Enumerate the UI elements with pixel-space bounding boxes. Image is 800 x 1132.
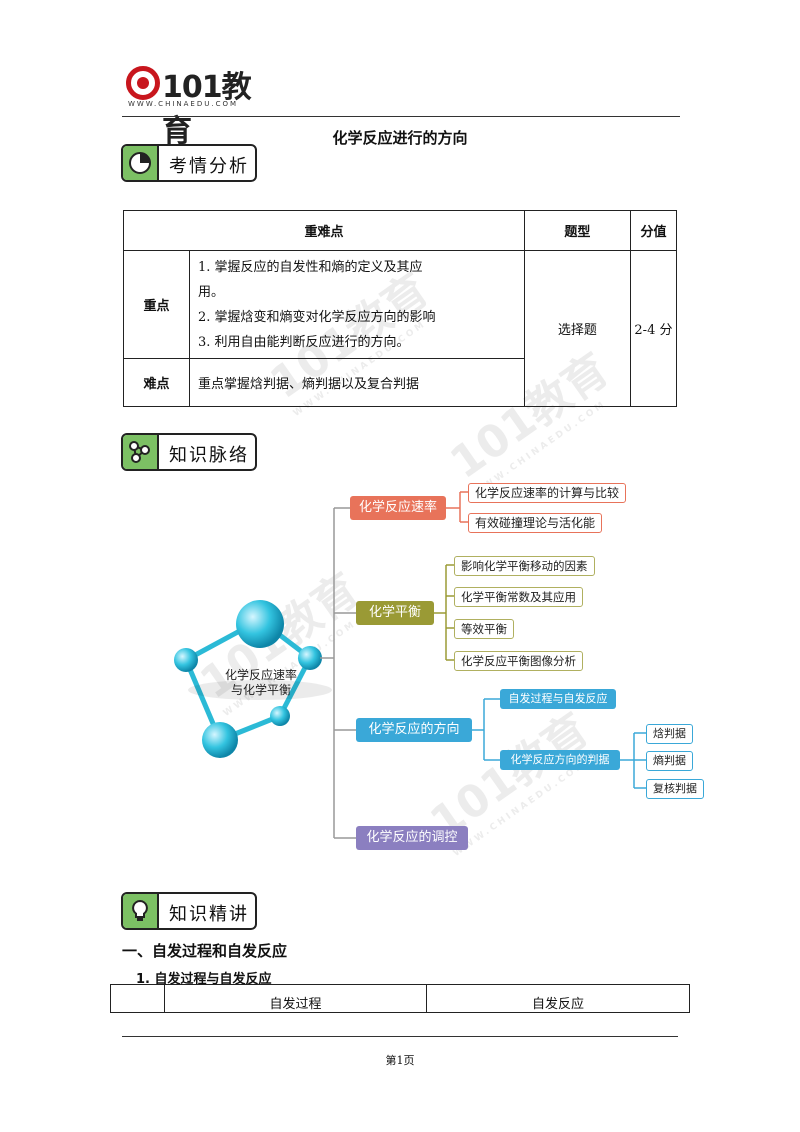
leaf-equivalent-equilibrium: 等效平衡 <box>454 619 514 639</box>
leaf-equilibrium-graphs: 化学反应平衡图像分析 <box>454 651 583 671</box>
pie-chart-icon <box>123 146 159 180</box>
section-badge-explain: 知识精讲 <box>121 892 257 930</box>
leaf-enthalpy-criterion: 焓判据 <box>646 724 693 744</box>
branch-control: 化学反应的调控 <box>356 826 468 850</box>
sub-direction-criteria: 化学反应方向的判据 <box>500 750 620 770</box>
section-badge-network: 知识脉络 <box>121 433 257 471</box>
section-badge-analysis: 考情分析 <box>121 144 257 182</box>
analysis-table: 重难点 题型 分值 重点 1. 掌握反应的自发性和熵的定义及其应 用。 2. 掌… <box>123 210 678 407</box>
difficult-label: 难点 <box>123 358 190 407</box>
branch-rate: 化学反应速率 <box>350 496 446 520</box>
question-type: 选择题 <box>523 250 631 407</box>
key-points: 1. 掌握反应的自发性和熵的定义及其应 用。 2. 掌握焓变和熵变对化学反应方向… <box>189 250 525 359</box>
leaf-collision-theory: 有效碰撞理论与活化能 <box>468 513 603 533</box>
molecule-icon <box>123 435 159 469</box>
leaf-equilibrium-constant: 化学平衡常数及其应用 <box>454 587 583 607</box>
table-header <box>110 984 165 1013</box>
sub-spontaneous-process: 自发过程与自发反应 <box>500 689 616 709</box>
logo-subtext: WWW.CHINAEDU.COM <box>128 100 239 108</box>
section-heading: 一、自发过程和自发反应 <box>122 942 288 960</box>
table-header: 自发反应 <box>426 984 690 1013</box>
page-number: 第1页 <box>385 1054 415 1067</box>
leaf-equilibrium-factors: 影响化学平衡移动的因素 <box>454 556 595 576</box>
branch-equilibrium: 化学平衡 <box>356 601 434 625</box>
logo-text: 101教育 <box>162 70 252 149</box>
score: 2-4 分 <box>629 250 678 407</box>
section-label: 考情分析 <box>169 156 249 177</box>
leaf-entropy-criterion: 熵判据 <box>646 751 693 771</box>
header-rule <box>122 116 680 117</box>
spontaneous-table: 自发过程 自发反应 <box>110 984 690 1013</box>
table-header: 分值 <box>629 210 678 251</box>
subsection-heading: 1. 自发过程与自发反应 <box>136 972 272 987</box>
table-header: 题型 <box>523 210 631 251</box>
mindmap-connectors <box>174 491 646 839</box>
table-header: 重难点 <box>123 210 525 251</box>
key-label: 重点 <box>123 250 190 359</box>
mindmap-center: 化学反应速率 与化学平衡 <box>224 668 297 697</box>
leaf-compound-criterion: 复核判据 <box>646 779 704 799</box>
footer-rule <box>122 1036 678 1037</box>
section-label: 知识脉络 <box>169 445 249 466</box>
document-title: 化学反应进行的方向 <box>332 129 468 147</box>
lightbulb-icon <box>123 894 159 928</box>
logo: 101教育 WWW.CHINAEDU.COM <box>126 64 256 149</box>
section-label: 知识精讲 <box>169 904 249 925</box>
logo-mark-icon <box>126 66 160 100</box>
knowledge-mindmap: 化学反应速率 与化学平衡 化学反应速率 化学平衡 化学反应的方向 化学反应的调控… <box>160 480 720 860</box>
difficult-point: 重点掌握焓判据、熵判据以及复合判据 <box>189 358 525 407</box>
leaf-rate-calc: 化学反应速率的计算与比较 <box>468 483 627 503</box>
molecule-graphic <box>174 600 332 758</box>
table-header: 自发过程 <box>164 984 427 1013</box>
branch-direction: 化学反应的方向 <box>356 718 472 742</box>
